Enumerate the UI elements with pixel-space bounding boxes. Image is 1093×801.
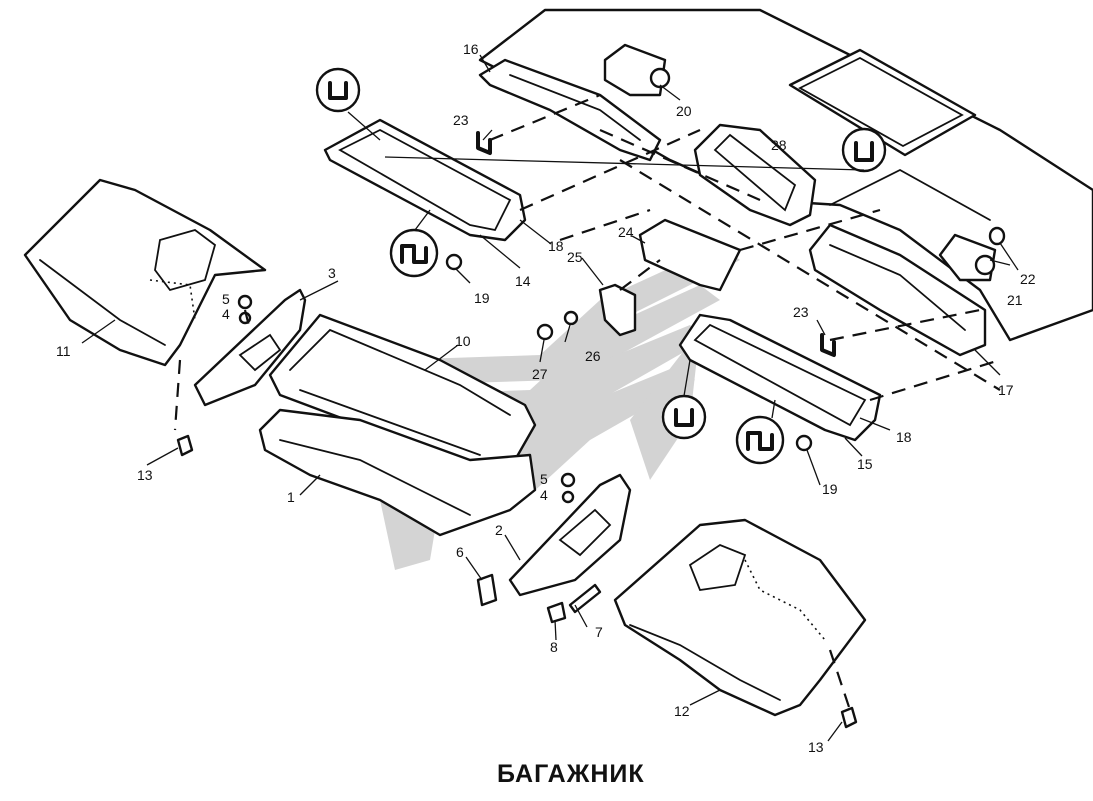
part-22-cap xyxy=(988,226,1006,246)
callout-19-right: 19 xyxy=(822,481,838,497)
part-13-clip-left xyxy=(176,434,194,457)
part-21-lock xyxy=(938,233,997,282)
callout-21: 21 xyxy=(1007,292,1023,308)
part-13-clip-right xyxy=(840,706,858,729)
part-8-clip xyxy=(546,601,567,624)
callout-6: 6 xyxy=(456,544,464,560)
part-2-bracket xyxy=(508,473,632,597)
callout-5-right: 5 xyxy=(540,471,548,487)
callout-7: 7 xyxy=(595,624,603,640)
callout-16: 16 xyxy=(463,41,479,57)
part-23-clip-right xyxy=(820,333,836,357)
callout-20: 20 xyxy=(676,103,692,119)
callout-26: 26 xyxy=(585,348,601,364)
part-24-box xyxy=(638,218,742,292)
part-26-washer xyxy=(563,310,579,326)
part-19-nut-right xyxy=(795,434,813,452)
part-11-left-panel xyxy=(23,178,267,367)
callout-10: 10 xyxy=(455,333,471,349)
assembly-dash-lines xyxy=(173,93,1001,711)
callout-25: 25 xyxy=(567,249,583,265)
part-3-bracket xyxy=(193,288,307,407)
part-23-clip-left xyxy=(476,131,492,155)
part-28-seal xyxy=(693,123,817,227)
callout-17: 17 xyxy=(998,382,1014,398)
callout-numbers: 1 2 3 4 5 4 5 6 7 8 10 11 12 13 13 14 15… xyxy=(56,41,1036,755)
callout-14: 14 xyxy=(515,273,531,289)
part-1-floor xyxy=(258,408,537,537)
diagram-title: БАГАЖНИК xyxy=(497,760,645,788)
part-25-bracket xyxy=(598,283,637,337)
callout-4-right: 4 xyxy=(540,487,548,503)
part-7-bolt xyxy=(568,583,602,614)
callout-12: 12 xyxy=(674,703,690,719)
part-19-nut-left xyxy=(445,253,463,271)
callout-1: 1 xyxy=(287,489,295,505)
callout-28: 28 xyxy=(771,137,787,153)
part-4-washer-right xyxy=(561,490,575,504)
callout-19-left: 19 xyxy=(474,290,490,306)
callout-5-left: 5 xyxy=(222,291,230,307)
fasteners xyxy=(176,131,858,729)
callout-24: 24 xyxy=(618,224,634,240)
detail-ring-clips xyxy=(315,67,887,465)
callout-22: 22 xyxy=(1020,271,1036,287)
callout-13-left: 13 xyxy=(137,467,153,483)
callout-3: 3 xyxy=(328,265,336,281)
callout-2: 2 xyxy=(495,522,503,538)
callout-13-right: 13 xyxy=(808,739,824,755)
part-5-nut-left xyxy=(237,294,253,310)
callout-27: 27 xyxy=(532,366,548,382)
callout-23-left: 23 xyxy=(453,112,469,128)
callout-4-left: 4 xyxy=(222,306,230,322)
part-12-right-panel xyxy=(613,518,867,717)
part-5-nut-right xyxy=(560,472,576,488)
callout-8: 8 xyxy=(550,639,558,655)
part-15-seal xyxy=(678,313,882,442)
callout-18-right: 18 xyxy=(896,429,912,445)
callout-11: 11 xyxy=(56,343,71,359)
part-16-hinge xyxy=(478,58,662,162)
leader-lines xyxy=(81,54,1019,742)
callout-23-right: 23 xyxy=(793,304,809,320)
callout-15: 15 xyxy=(857,456,873,472)
part-6-nut xyxy=(476,573,498,607)
part-27-nut xyxy=(536,323,554,341)
part-17-hinge xyxy=(808,223,987,357)
part-20-lock xyxy=(603,43,671,97)
callout-18-left: 18 xyxy=(548,238,564,254)
